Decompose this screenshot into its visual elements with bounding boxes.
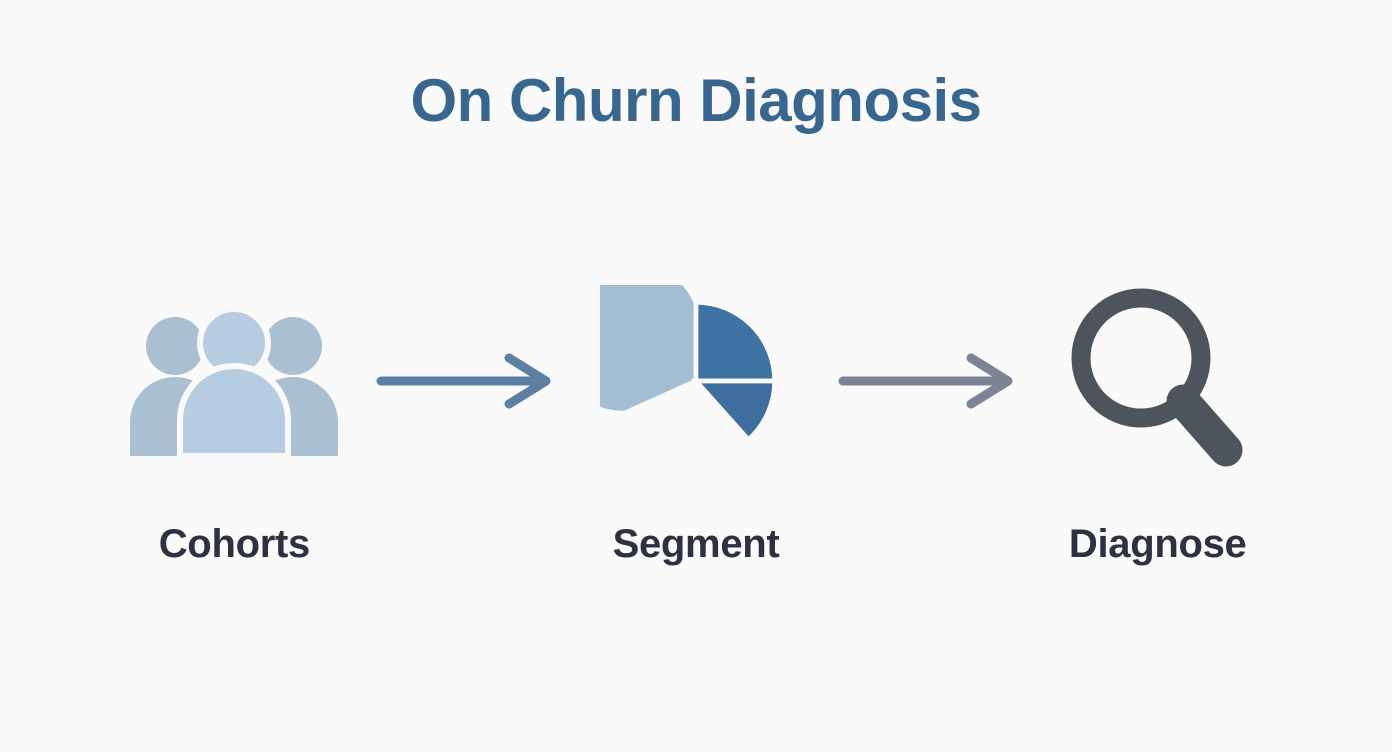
flow-connector-1 <box>373 276 558 486</box>
flow-step-diagnose[interactable]: Diagnose <box>1019 276 1296 564</box>
flow-connector-2 <box>834 276 1019 486</box>
pie-chart-icon <box>600 285 778 444</box>
arrow-right-icon <box>376 353 551 409</box>
flow-step-label-segment: Segment <box>612 522 780 566</box>
flow-step-label-cohorts: Cohorts <box>158 522 311 566</box>
segment-visual <box>600 276 792 486</box>
flow-step-segment[interactable]: Segment <box>558 276 835 564</box>
people-group-icon <box>130 306 339 456</box>
magnifying-glass-icon <box>1071 288 1243 467</box>
flow-step-label-diagnose: Diagnose <box>1068 522 1247 566</box>
flow-step-cohorts[interactable]: Cohorts <box>96 276 373 564</box>
arrow-right-icon <box>838 353 1013 409</box>
flow-diagram: Cohorts Segment <box>96 276 1296 596</box>
page-title: On Churn Diagnosis <box>410 67 982 134</box>
diagnose-visual <box>1063 276 1253 486</box>
cohorts-visual <box>126 276 342 486</box>
